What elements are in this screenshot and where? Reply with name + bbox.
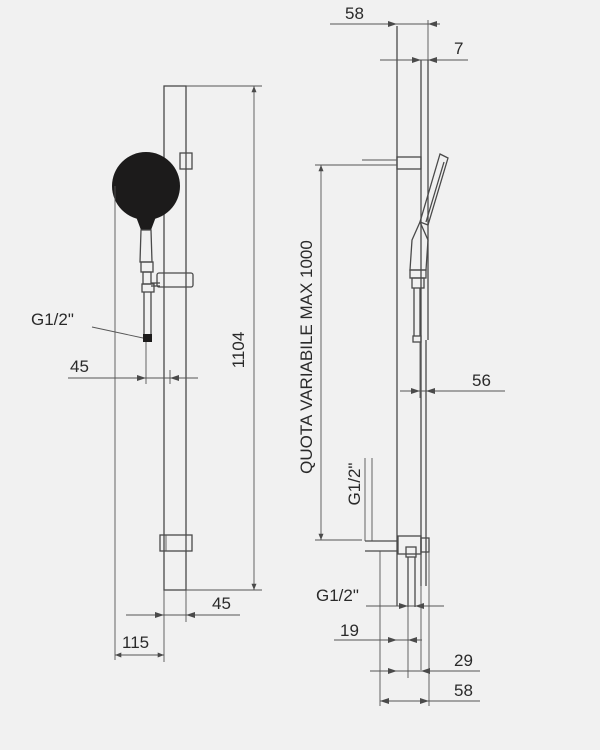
dim-19-label: 19 <box>340 621 359 640</box>
thread-fitting <box>143 334 152 342</box>
top-wall-bracket <box>179 152 193 170</box>
dim-height-label: 1104 <box>229 332 248 369</box>
thread-label: G1/2" <box>31 310 74 329</box>
dim-hose-label: 56 <box>472 371 491 390</box>
front-view: G1/2" 1104 45 45 115 <box>31 85 262 662</box>
dim-head-offset-label: 45 <box>70 357 89 376</box>
side-hand-shower <box>419 153 449 226</box>
side-top-bracket <box>396 156 422 170</box>
shower-head-neck <box>135 214 157 230</box>
shower-head <box>112 152 180 220</box>
thread-label-bottom: G1/2" <box>316 586 359 605</box>
dim-58-bottom-label: 58 <box>454 681 473 700</box>
thread-label-vertical: G1/2" <box>345 463 364 506</box>
variable-height-label: QUOTA VARIABILE MAX 1000 <box>297 240 316 474</box>
slider-holder <box>156 272 194 288</box>
dim-bar-label: 7 <box>454 39 463 58</box>
dim-29-label: 29 <box>454 651 473 670</box>
dim-wall-offset-label: 45 <box>212 594 231 613</box>
side-view: 58 7 QUOTA VARIABILE MAX 1000 56 G1/2" G… <box>297 4 505 706</box>
bottom-wall-bracket <box>159 534 193 552</box>
dim-depth-label: 58 <box>345 4 364 23</box>
slide-bar <box>163 85 187 591</box>
dim-width-label: 115 <box>122 633 149 652</box>
